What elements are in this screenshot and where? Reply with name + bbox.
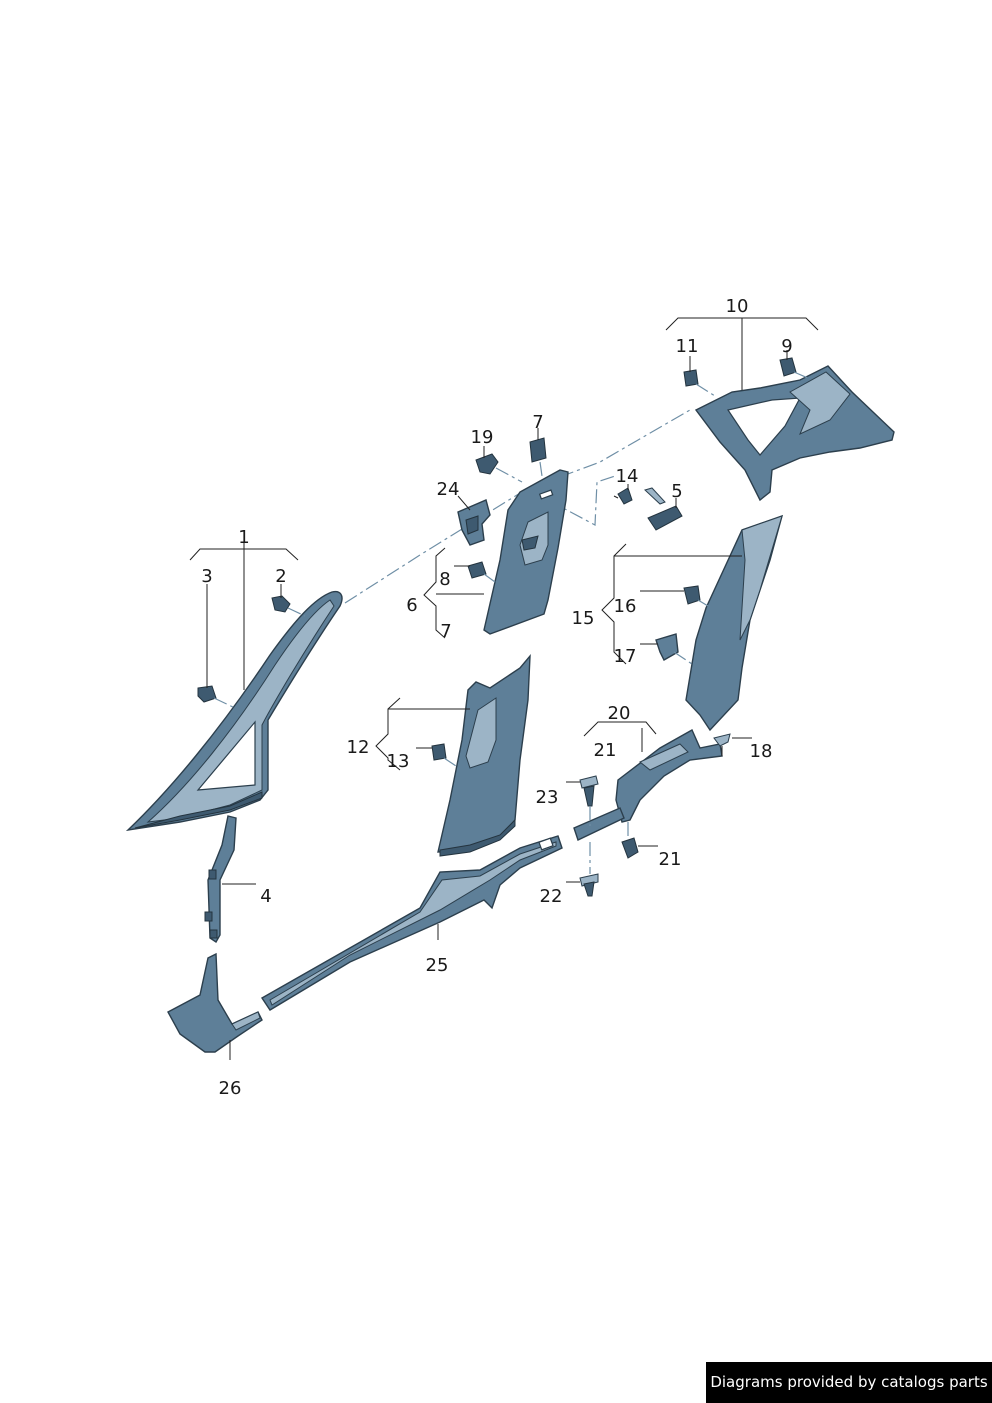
callout-19: 19 [471, 427, 494, 448]
clip-2 [271, 595, 306, 617]
footwell-trim-26 [167, 952, 263, 1053]
c-pillar-upper-trim-10 [694, 365, 895, 502]
callout-14: 14 [616, 466, 639, 487]
clip-17 [655, 633, 693, 665]
alignment-line-clip-5 [547, 475, 616, 526]
callout-17: 17 [614, 646, 637, 667]
screw-22 [579, 873, 599, 897]
clip-9 [779, 357, 809, 379]
callout-8: 8 [439, 569, 450, 590]
callout-6: 6 [406, 595, 417, 616]
callout-24: 24 [437, 479, 460, 500]
sill-panel-25 [261, 835, 563, 1011]
callout-labels: 1 2 3 4 5 6 7 7 8 9 10 11 12 13 14 15 16… [201, 296, 792, 1099]
callout-21-lower: 21 [659, 849, 682, 870]
bracket-24 [457, 499, 491, 546]
callout-1: 1 [238, 527, 249, 548]
clip-13 [431, 743, 457, 767]
callout-2: 2 [275, 566, 286, 587]
callout-25: 25 [426, 955, 449, 976]
callout-13: 13 [387, 751, 410, 772]
callout-3: 3 [201, 566, 212, 587]
callout-22: 22 [540, 886, 563, 907]
c-pillar-lower-trim-15 [685, 514, 784, 732]
clip-19 [475, 453, 523, 483]
clip-16 [683, 585, 709, 607]
callout-21-upper: 21 [594, 740, 617, 761]
callout-20: 20 [608, 703, 631, 724]
callout-10: 10 [726, 296, 749, 317]
callout-7-top: 7 [532, 412, 543, 433]
callout-5: 5 [671, 481, 682, 502]
callout-12: 12 [347, 737, 370, 758]
callout-18: 18 [750, 741, 773, 762]
clip-7-top [529, 437, 547, 477]
credit-banner: Diagrams provided by catalogs parts [706, 1362, 992, 1403]
callout-16: 16 [614, 596, 637, 617]
screw-23 [579, 775, 599, 807]
b-pillar-lower-trim-12 [437, 653, 531, 857]
credit-text: Diagrams provided by catalogs parts [710, 1373, 988, 1391]
clip-11 [683, 369, 716, 397]
a-pillar-trim [125, 590, 343, 832]
clip-18 [713, 733, 731, 756]
callout-11: 11 [676, 336, 699, 357]
clip-8 [467, 561, 496, 583]
clip-3 [197, 685, 236, 709]
b-pillar-upper-trim-6 [483, 469, 569, 635]
leader-lines [189, 317, 819, 1060]
callout-26: 26 [219, 1078, 242, 1099]
callout-23: 23 [536, 787, 559, 808]
screw-14 [613, 487, 633, 505]
airbag-cover-5 [644, 487, 683, 531]
bracket-strip-4 [204, 815, 237, 943]
callout-4: 4 [260, 886, 271, 907]
rear-sill-trim-20 [573, 729, 723, 841]
callout-9: 9 [781, 336, 792, 357]
clip-21-lower [621, 837, 639, 859]
callout-15: 15 [572, 608, 595, 629]
callout-7-bottom: 7 [440, 621, 451, 642]
